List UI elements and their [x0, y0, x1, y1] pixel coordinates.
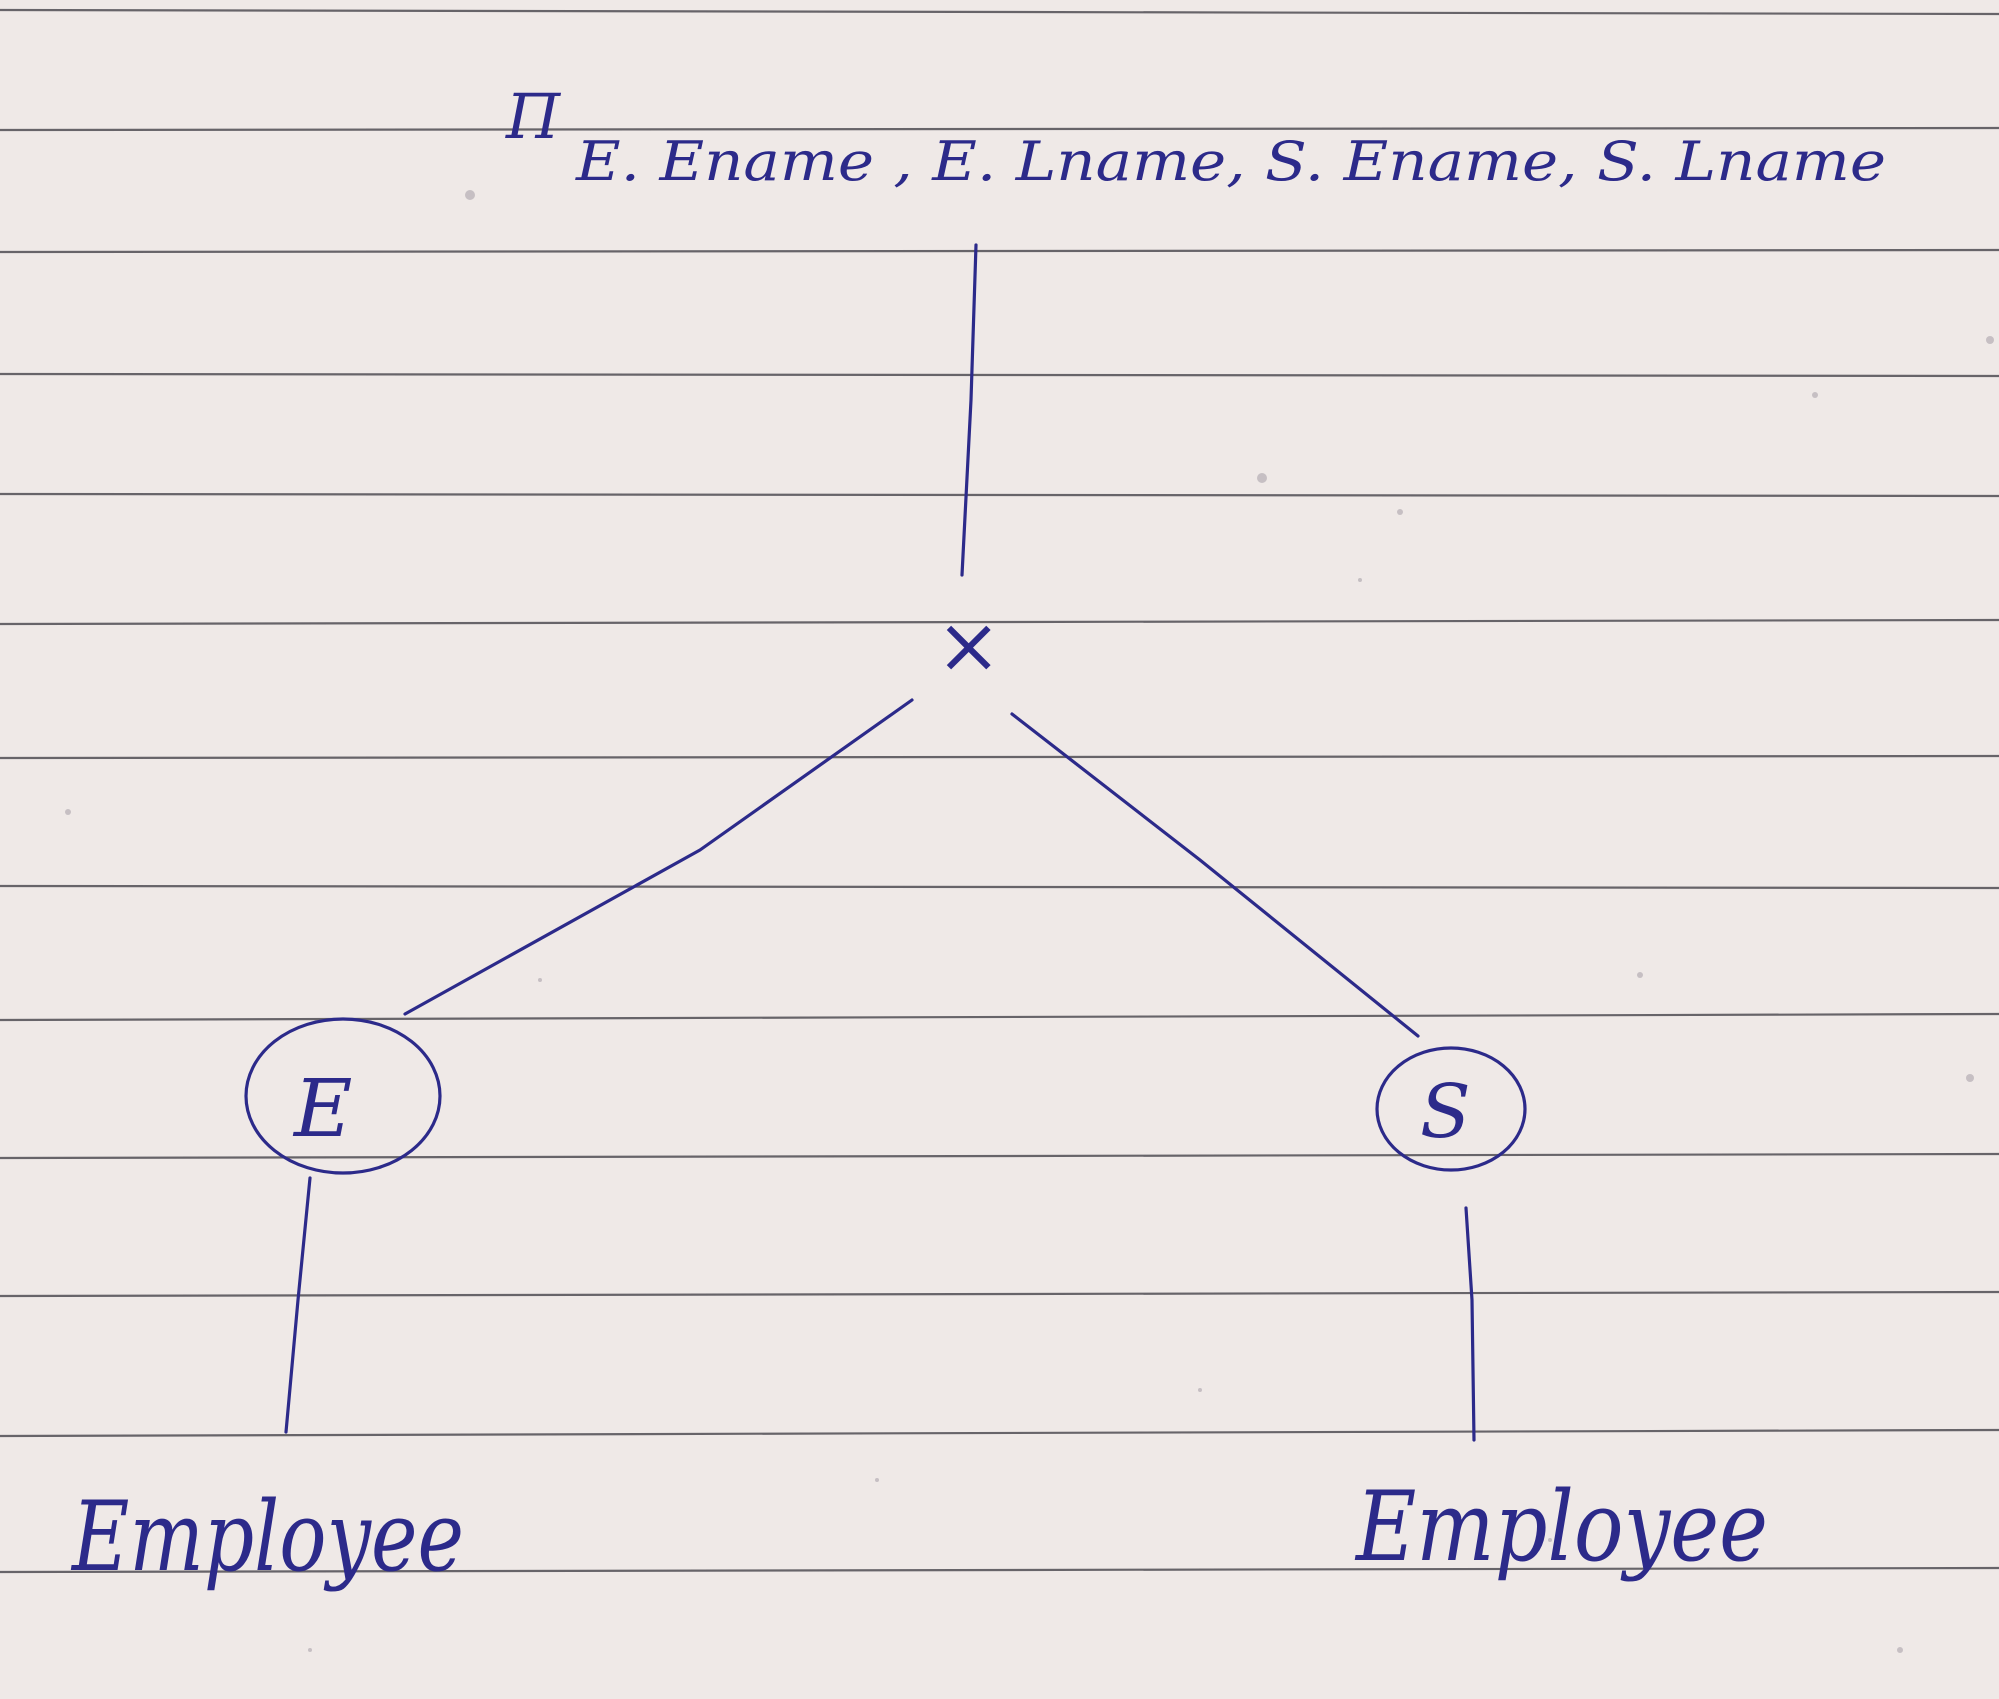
ruled-line [0, 618, 1999, 626]
ruled-lines [0, 8, 1999, 1574]
paper-speckles [65, 190, 1994, 1653]
ruled-line [0, 126, 1999, 132]
edge-product-to-left-alias [403, 698, 914, 1016]
ruled-line [0, 8, 1999, 16]
left-alias-label: E [292, 1062, 352, 1155]
right-relation-label: Employee [1354, 1471, 1768, 1583]
edge-projection-to-product [960, 243, 978, 577]
ruled-line [0, 1566, 1999, 1574]
edge-right-alias-to-relation [1464, 1206, 1476, 1442]
edge-left-alias-to-relation [284, 1176, 312, 1434]
ruled-line [0, 1290, 1999, 1298]
ruled-line [0, 1428, 1999, 1438]
right-alias-label: S [1420, 1069, 1471, 1155]
projection-attributes: E. Ename , E. Lname, S. Ename, S. Lname [575, 130, 1886, 193]
ruled-line [0, 372, 1999, 378]
left-relation-label: Employee [70, 1481, 464, 1593]
ruled-line [0, 1152, 1999, 1160]
left-alias-circle [244, 1017, 442, 1175]
ruled-line [0, 248, 1999, 254]
cross-product-operator: × [936, 601, 1001, 691]
edge-product-to-right-alias [1010, 712, 1420, 1038]
right-alias-circle [1375, 1046, 1527, 1172]
ruled-line [0, 884, 1999, 890]
ruled-line [0, 492, 1999, 498]
projection-symbol: Π [505, 80, 562, 153]
ruled-line [0, 754, 1999, 760]
